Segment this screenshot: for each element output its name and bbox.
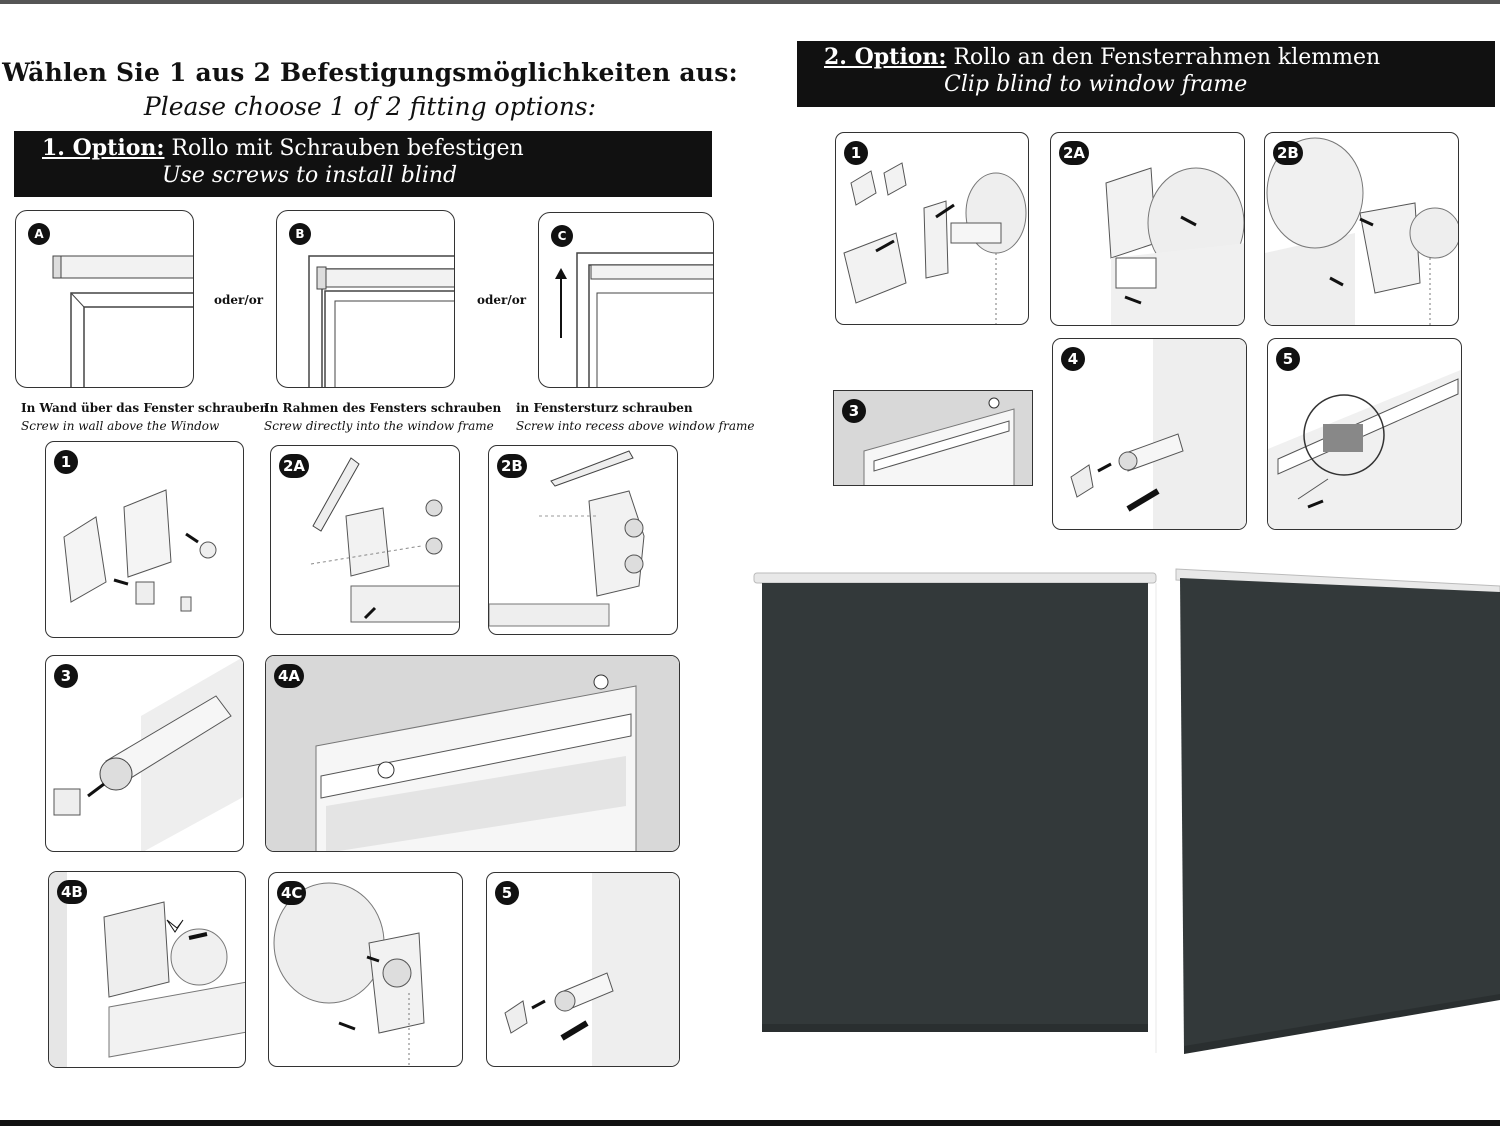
endcap-insert-illustration [1070, 339, 1246, 529]
step-badge: 4 [1061, 347, 1085, 371]
clip-parts-illustration [843, 162, 1027, 324]
option1-title-en: Use screws to install blind [162, 163, 458, 188]
step-badge: 3 [842, 399, 866, 423]
step2-panel-2b: 2B [1264, 132, 1459, 326]
headrail-left [753, 572, 1157, 584]
step-badge: 4B [57, 880, 87, 904]
blind-hook-illustration [834, 391, 1032, 485]
step-badge: 4A [274, 664, 305, 688]
option1-header: 1. Option: Rollo mit Schrauben befestige… [14, 131, 712, 197]
mount-panel-a: A [15, 210, 194, 388]
chain-clip-illustration [1265, 137, 1458, 325]
step-badge: 2A [279, 454, 310, 478]
step2-panel-2a: 2A [1050, 132, 1245, 326]
mount-caption-b: In Rahmen des Fensters schrauben Screw d… [264, 401, 502, 433]
step2-panel-4: 4 [1052, 338, 1247, 530]
mount-badge-a: A [28, 223, 50, 245]
mount-badge-b: B [289, 223, 311, 245]
step2-panel-5: 5 [1267, 338, 1462, 530]
step1-panel-2a: 2A [270, 445, 460, 635]
step2-panel-1: 1 [835, 132, 1029, 325]
step-badge: 2B [497, 454, 527, 478]
step-badge: 2A [1059, 141, 1090, 165]
step1-panel-5: 5 [486, 872, 680, 1067]
mount-separator-1: oder/or [214, 293, 264, 307]
main-heading-de: Wählen Sie 1 aus 2 Befestigungsmöglichke… [2, 58, 738, 87]
roller-end-illustration [53, 657, 243, 851]
pencil-icon [312, 457, 360, 532]
option2-number: 2. Option: [824, 44, 947, 70]
step-badge: 3 [54, 664, 78, 688]
mount-caption-a: In Wand über das Fenster schrauben Screw… [21, 401, 269, 433]
step1-panel-3: 3 [45, 655, 244, 852]
mount-badge-c: C [551, 225, 573, 247]
step1-panel-4c: 4C [268, 872, 463, 1067]
clip-click-illustration [49, 872, 245, 1067]
screw-bracket-illustration [489, 450, 645, 627]
option2-title-de: Rollo an den Fensterrahmen klemmen [953, 45, 1381, 70]
step-badge: 5 [1276, 347, 1300, 371]
arrow-up-icon [555, 268, 567, 279]
pencil-mark-illustration [310, 457, 459, 623]
roller-blind-product-photo [753, 568, 1500, 1054]
bracket-illustration [63, 489, 217, 612]
blind-hang-illustration [266, 656, 679, 851]
step-badge: 1 [54, 450, 78, 474]
blind-fabric-left [762, 583, 1148, 1027]
pencil-icon [550, 450, 634, 487]
mount-separator-2: oder/or [477, 293, 527, 307]
frame-clip-illustration [1268, 369, 1461, 529]
endcap-insert-illustration [504, 873, 679, 1066]
blind-fabric-right [1180, 578, 1500, 1052]
option1-number: 1. Option: [42, 135, 165, 161]
step1-panel-1: 1 [45, 441, 244, 638]
step-badge: 5 [495, 881, 519, 905]
mount-panel-b: B [276, 210, 455, 388]
clip-fit-illustration [1105, 167, 1244, 325]
bottom-border [0, 1120, 1500, 1126]
mount-caption-c: in Fenstersturz schrauben Screw into rec… [516, 401, 755, 433]
step-badge: 4C [277, 881, 307, 905]
step2-panel-3: 3 [833, 390, 1033, 486]
mount-c-illustration [555, 252, 713, 387]
step-badge: 1 [844, 141, 868, 165]
step1-panel-4b: 4B [48, 871, 246, 1068]
step-badge: 2B [1273, 141, 1303, 165]
option2-header: 2. Option: Rollo an den Fensterrahmen kl… [797, 41, 1495, 107]
mount-panel-c: C [538, 212, 714, 388]
option2-title-en: Clip blind to window frame [944, 72, 1248, 97]
mount-b-illustration [308, 255, 454, 387]
step1-panel-4a: 4A [265, 655, 680, 852]
option1-title-de: Rollo mit Schrauben befestigen [171, 136, 524, 161]
step1-panel-2b: 2B [488, 445, 678, 635]
mount-a-illustration [52, 255, 193, 387]
top-border [0, 0, 1500, 4]
chain-mechanism-illustration [273, 882, 425, 1066]
main-heading-en: Please choose 1 of 2 fitting options: [143, 92, 597, 121]
click-burst-icon [166, 919, 184, 933]
